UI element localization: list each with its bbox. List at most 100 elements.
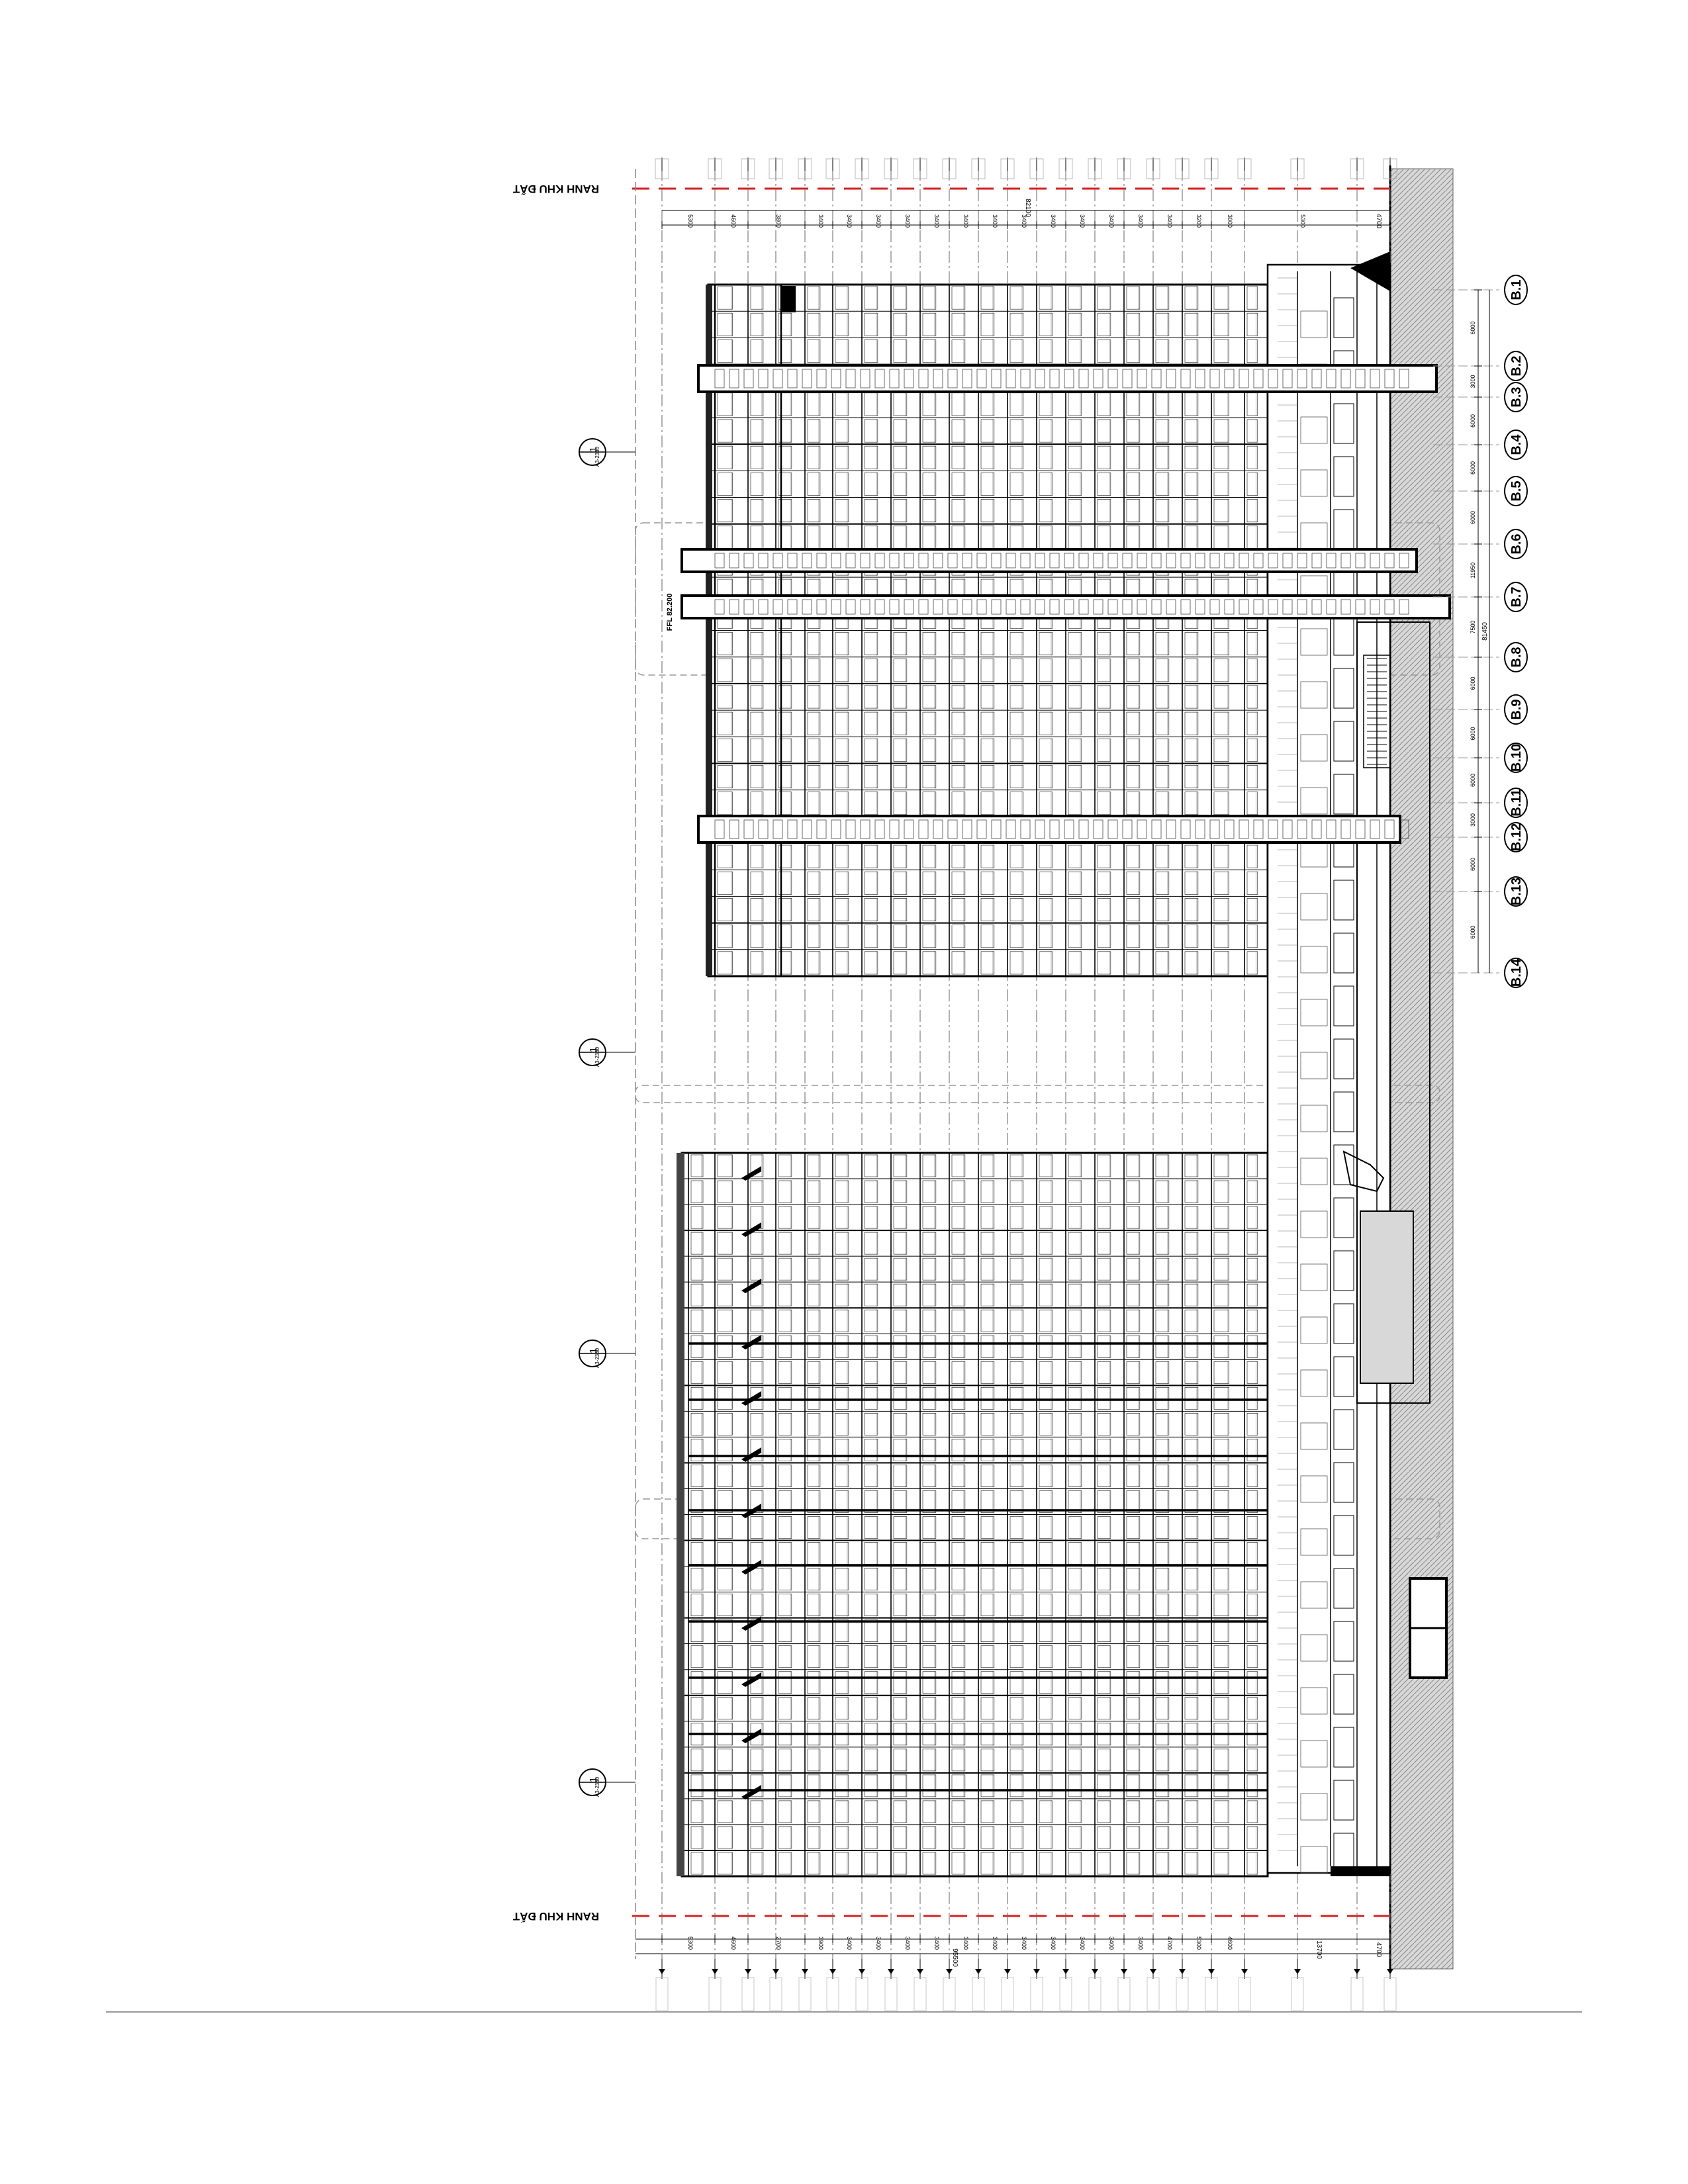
window-pane — [1213, 898, 1229, 921]
grid-bubble — [1504, 958, 1528, 988]
window-pane — [922, 1232, 937, 1255]
podium-window — [1333, 1303, 1354, 1344]
window-pane — [750, 1335, 764, 1358]
window-pane — [717, 499, 733, 523]
window-pane — [1068, 844, 1082, 868]
section-marker-number: 1 — [588, 1047, 599, 1052]
window-pane — [1068, 1568, 1082, 1590]
window-pane — [1068, 1283, 1082, 1306]
window-pane — [1246, 1774, 1258, 1797]
level-tag-box — [884, 1977, 898, 2011]
window-pane — [690, 1749, 704, 1772]
window-pane — [1155, 1826, 1170, 1849]
podium-window — [1333, 1621, 1354, 1662]
window-pane — [1039, 925, 1053, 948]
window-pane — [750, 1180, 764, 1203]
window-pane — [951, 685, 966, 709]
window-pane — [750, 659, 764, 682]
window-pane — [1184, 844, 1199, 868]
band-glazing-mark — [1122, 599, 1133, 615]
band-glazing-mark — [1166, 599, 1176, 615]
window-pane — [807, 738, 821, 762]
band-glazing-mark — [1209, 819, 1220, 839]
window-pane — [717, 792, 733, 815]
window-pane — [1009, 1568, 1024, 1590]
window-pane — [835, 792, 849, 815]
window-pane — [807, 1465, 821, 1487]
podium-panel — [1300, 734, 1328, 762]
window-pane — [778, 1309, 792, 1332]
window-pane — [835, 1800, 849, 1823]
tower-2-parapet — [677, 1153, 684, 1876]
window-pane — [750, 632, 764, 656]
window-pane — [1213, 1465, 1229, 1487]
window-pane — [893, 1749, 908, 1772]
band-glazing-mark — [1326, 553, 1336, 569]
podium-window — [1333, 1515, 1354, 1556]
tower-2-balcony-marker — [741, 1391, 761, 1406]
window-pane — [980, 1800, 995, 1823]
window-pane — [1039, 1697, 1053, 1720]
window-pane — [835, 1257, 849, 1281]
window-pane — [778, 871, 792, 895]
window-pane — [717, 1852, 733, 1875]
window-pane — [778, 1257, 792, 1281]
grid-label: B.2 — [1509, 355, 1524, 376]
window-pane — [980, 1413, 995, 1435]
window-pane — [750, 1826, 764, 1849]
window-pane — [1155, 1774, 1170, 1797]
band-glazing-mark — [773, 369, 783, 388]
window-pane — [750, 286, 764, 310]
window-pane — [1068, 1671, 1082, 1694]
grid-spacing-text: 6000 — [1470, 774, 1476, 787]
window-pane — [1213, 765, 1229, 789]
level-tag-box — [913, 158, 927, 179]
floor-dimension-text: 3200 — [1196, 214, 1202, 228]
window-pane — [893, 1387, 908, 1410]
window-pane — [893, 472, 908, 496]
window-pane — [1097, 898, 1111, 921]
window-pane — [893, 1671, 908, 1694]
window-pane — [951, 1335, 966, 1358]
band-glazing-mark — [933, 599, 943, 615]
window-pane — [893, 286, 908, 310]
window-pane — [1068, 1594, 1082, 1616]
window-pane — [807, 1180, 821, 1203]
window-pane — [893, 1361, 908, 1384]
band-glazing-mark — [918, 599, 929, 615]
level-tag-box — [1237, 158, 1252, 179]
window-pane — [1097, 1361, 1111, 1384]
window-pane — [1068, 1697, 1082, 1720]
window-pane — [1155, 871, 1170, 895]
window-pane — [893, 1774, 908, 1797]
band-glazing-mark — [743, 553, 754, 569]
window-pane — [1126, 1852, 1141, 1875]
floor-dimension-text: 4600 — [730, 214, 737, 228]
tower-2-balcony-marker — [741, 1222, 761, 1237]
window-pane — [717, 1206, 733, 1229]
grid-spacing-text: 6000 — [1470, 511, 1476, 524]
window-pane — [980, 1206, 995, 1229]
band-glazing-mark — [1282, 369, 1293, 388]
window-pane — [1246, 1257, 1258, 1281]
window-pane — [980, 312, 995, 336]
window-pane — [1009, 472, 1024, 496]
window-pane — [835, 1465, 849, 1487]
window-pane — [1184, 1283, 1199, 1306]
level-tag-box — [741, 1977, 755, 2011]
window-pane — [1213, 1645, 1229, 1668]
window-pane — [1246, 1490, 1258, 1513]
window-pane — [951, 1490, 966, 1513]
band-glazing-mark — [1049, 819, 1060, 839]
window-pane — [1246, 871, 1258, 895]
section-marker-sheet: A3-2330 — [594, 446, 600, 467]
window-pane — [750, 711, 764, 735]
window-pane — [807, 1568, 821, 1590]
band-glazing-mark — [1166, 369, 1176, 388]
window-pane — [807, 685, 821, 709]
window-pane — [864, 1774, 878, 1797]
window-pane — [690, 1516, 704, 1539]
level-tag-box — [855, 1977, 868, 2011]
grid-spacing-text: 6000 — [1470, 414, 1476, 428]
window-pane — [1126, 1283, 1141, 1306]
